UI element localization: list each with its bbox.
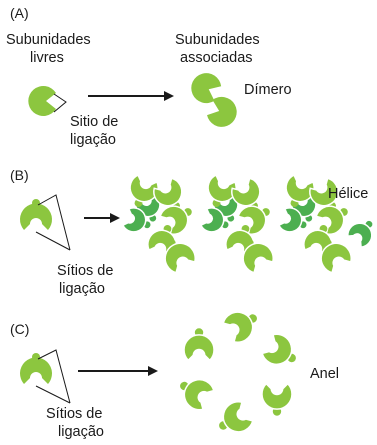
- binding-sites-label-line1: Sítios de: [57, 263, 113, 279]
- binding-site-pointer: [35, 231, 71, 251]
- subunit-icon: [180, 378, 215, 411]
- subunit-icon: [237, 205, 270, 235]
- binding-sites-label-line2: ligação: [59, 281, 105, 297]
- binding-site-pointer: [37, 349, 71, 404]
- ring: [180, 311, 296, 433]
- binding-site-label-line2: ligação: [70, 132, 116, 148]
- subunit-icon: [28, 86, 56, 116]
- helix-label: Hélice: [328, 186, 368, 202]
- subunit-icon: [199, 207, 229, 233]
- binding-site-pointer: [37, 194, 71, 251]
- panel-a-label: (A): [10, 5, 29, 21]
- subunit-icon: [19, 353, 52, 384]
- panel-a: (A) Subunidades livres Subunidades assoc…: [6, 5, 292, 148]
- binding-sites-label-line1: Sítios de: [46, 406, 102, 422]
- subunit-icon: [320, 239, 352, 274]
- free-subunits-label-line1: Subunidades: [6, 32, 91, 48]
- subunit-icon: [242, 239, 274, 274]
- assoc-subunits-label-line2: associadas: [180, 50, 253, 66]
- subunit-icon: [207, 96, 237, 127]
- assoc-subunits-label-line1: Subunidades: [175, 32, 260, 48]
- dimer-label: Dímero: [244, 82, 292, 98]
- subunit-icon: [191, 73, 222, 104]
- ring-label: Anel: [310, 366, 339, 382]
- panel-b-label: (B): [10, 167, 29, 183]
- subunit-icon: [121, 207, 151, 233]
- panel-c-label: (C): [10, 321, 29, 337]
- subunit-icon: [164, 239, 196, 274]
- panel-c: (C) Sítios de ligação Anel: [10, 311, 339, 440]
- subunit-icon: [19, 199, 52, 230]
- subunit-icon: [315, 205, 348, 235]
- binding-site-bracket: [53, 93, 67, 113]
- subunit-icon: [222, 311, 257, 343]
- subunit-icon: [159, 205, 192, 235]
- panel-b: (B) Sítios de ligação Hélice: [10, 167, 373, 297]
- binding-sites-label-line2: ligação: [58, 424, 104, 440]
- dimer: [191, 73, 237, 127]
- helix: [121, 174, 373, 274]
- subunit-icon: [183, 328, 215, 362]
- subunit-icon: [277, 207, 307, 233]
- subunit-icon: [219, 401, 254, 433]
- free-subunits-label-line2: livres: [30, 50, 64, 66]
- binding-site-pointer: [35, 385, 71, 404]
- subunit-icon: [261, 382, 293, 416]
- subunit-icon: [347, 220, 373, 249]
- binding-site-label-line1: Sitio de: [70, 114, 118, 130]
- subunit-icon: [261, 333, 296, 366]
